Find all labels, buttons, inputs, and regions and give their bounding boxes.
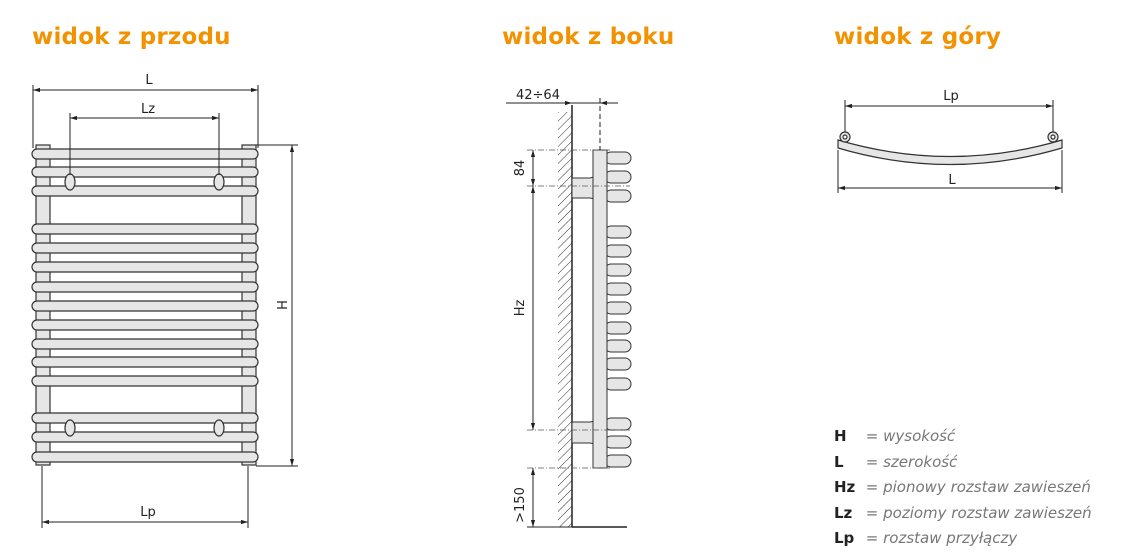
towel-bar	[31, 319, 259, 331]
towel-bar	[31, 412, 259, 424]
tube-end	[604, 339, 632, 353]
tube-end	[604, 170, 632, 184]
legend-desc: = pionowy rozstaw zawieszeń	[865, 478, 1091, 496]
tube-end	[604, 244, 632, 258]
wall-hatch	[558, 112, 572, 527]
side-tube-ends	[604, 151, 632, 468]
legend-item: Lz = poziomy rozstaw zawieszeń	[834, 501, 1092, 527]
legend-key: Lz	[834, 503, 853, 522]
tube-end	[604, 454, 632, 468]
top-dim-L-label: L	[948, 173, 956, 188]
legend-key: L	[834, 452, 844, 471]
legend-item: L = szerokość	[834, 450, 1092, 476]
top-view	[837, 100, 1063, 193]
dim-depth-label: 42÷64	[516, 88, 560, 103]
side-post	[592, 149, 608, 469]
legend-item: Hz = pionowy rozstaw zawieszeń	[834, 475, 1092, 501]
dim-Lz-label: Lz	[141, 102, 155, 117]
tube-end	[604, 263, 632, 277]
legend: H = wysokość L = szerokość Hz = pionowy …	[834, 424, 1092, 552]
legend-desc: = wysokość	[865, 427, 956, 445]
tube-end	[604, 435, 632, 449]
hook-bottom-left	[64, 419, 76, 437]
legend-key: Hz	[834, 478, 856, 496]
tube-end	[604, 301, 632, 315]
legend-desc: = szerokość	[865, 452, 958, 471]
towel-bar	[31, 261, 259, 273]
towel-bar	[31, 451, 259, 463]
tube-end	[604, 282, 632, 296]
tube-end	[604, 189, 632, 203]
towel-bar	[31, 185, 259, 197]
hook-top-right	[213, 173, 225, 191]
legend-desc: = poziomy rozstaw zawieszeń	[865, 503, 1092, 522]
tube-end	[604, 377, 632, 391]
towel-bar	[31, 300, 259, 312]
legend-desc: = rozstaw przyłączy	[865, 529, 1018, 547]
front-dimensions	[32, 85, 298, 528]
top-dim-Lp-label: Lp	[943, 89, 959, 104]
dim-Lp-label: Lp	[140, 505, 156, 520]
front-view-title: widok z przodu	[32, 24, 231, 50]
towel-bar	[31, 242, 259, 254]
legend-key: Lp	[834, 529, 855, 547]
dim-H-label: H	[276, 300, 291, 310]
side-view	[506, 98, 632, 528]
legend-item: Lp = rozstaw przyłączy	[834, 526, 1092, 552]
tube-end	[604, 417, 632, 431]
hook-bottom-right	[213, 419, 225, 437]
tube-end	[604, 321, 632, 335]
towel-bar	[31, 223, 259, 235]
towel-bar	[31, 148, 259, 160]
side-view-title: widok z boku	[502, 24, 675, 50]
towel-bar	[31, 281, 259, 293]
dim-Hz-label: Hz	[513, 300, 528, 317]
legend-key: H	[834, 427, 847, 445]
towel-bar	[31, 338, 259, 350]
towel-bar	[31, 356, 259, 368]
legend-item: H = wysokość	[834, 424, 1092, 450]
towel-bar	[31, 431, 259, 443]
front-bars	[31, 148, 259, 463]
front-view	[31, 144, 259, 466]
towel-bar	[31, 166, 259, 178]
towel-bar	[31, 375, 259, 387]
dim-84-label: 84	[513, 160, 528, 177]
tube-end	[604, 151, 632, 165]
tube-end	[604, 357, 632, 371]
tube-end	[604, 225, 632, 239]
hook-top-left	[64, 173, 76, 191]
dim-L-label: L	[145, 73, 153, 88]
top-view-title: widok z góry	[834, 24, 1002, 50]
dim-150-label: >150	[513, 487, 528, 523]
